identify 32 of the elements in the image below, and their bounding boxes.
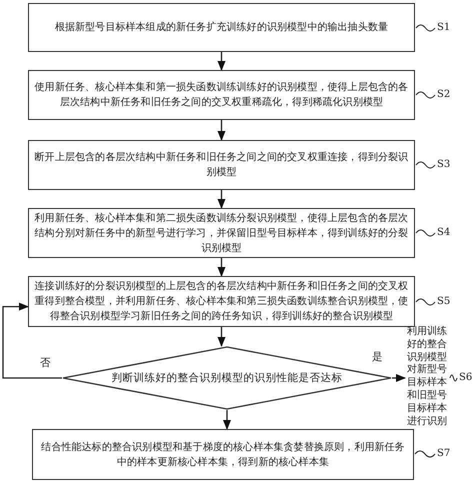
result-text: 利用训练好的整合识别模型对新型号目标样本和旧型号目标样本进行识别 xyxy=(405,326,449,428)
step-label: S6 xyxy=(459,372,473,384)
process-box: 根据新型号目标样本组成的新任务扩充训练好的识别模型中的输出抽头数量 xyxy=(28,3,415,52)
step-label: S3 xyxy=(437,159,451,171)
step-label: S2 xyxy=(437,89,451,101)
arrow xyxy=(218,120,226,141)
process-box: 利用新任务、核心样本集和第二损失函数训练分裂识别模型，使得上层包含的各层次结构分别对新任务中的新型号进行学习，并保留旧型号目标样本，得到训练好的分裂识别模型 xyxy=(28,208,415,258)
arrow xyxy=(218,52,226,71)
arrow xyxy=(392,374,406,382)
process-box: 连接训练好的分裂识别模型的上层包含的各层次结构中新任务和旧任务之间的交叉权重得到整合模型，并利用新任务、核心样本集和第三损失函数训练整合识别模型，使得整合识别模型学习新旧任务之间的跨任务知识，得到训练好的整合识别模型 xyxy=(28,276,415,327)
edge-label: 是 xyxy=(372,350,383,364)
leader-line xyxy=(416,230,436,236)
arrow xyxy=(218,258,226,277)
arrow xyxy=(218,327,226,347)
process-box: 结合性能达标的整合识别模型和基于梯度的核心样本集贪婪替换原则，利用新任务中的样本更新核心样本集，得到新的核心样本集 xyxy=(32,429,414,480)
leader-line xyxy=(416,92,436,98)
step-label: S7 xyxy=(437,448,451,460)
process-box: 断开上层包含的各层次结构中新任务和旧任务之间之间的交叉权重连接，得到分裂识别模型 xyxy=(28,140,415,190)
arrow xyxy=(218,190,226,209)
leader-line xyxy=(416,298,436,306)
process-box: 使用新任务、核心样本集和第一损失函数训练训练好的识别模型，使得上层包含的各层次结构中新任务和旧任务之间的交叉权重稀疏化，得到稀疏化识别模型 xyxy=(28,70,415,120)
leader-line xyxy=(416,162,436,168)
arrow xyxy=(223,410,231,430)
arrow xyxy=(2,302,62,379)
edge-label: 否 xyxy=(40,356,51,370)
leader-line xyxy=(416,24,436,32)
step-label: S5 xyxy=(437,296,451,308)
step-label: S4 xyxy=(437,227,451,239)
decision-text: 判断训练好的整合识别模型的识别性能是否达标 xyxy=(112,371,342,385)
leader-line xyxy=(414,450,436,458)
leader-line xyxy=(450,374,458,382)
step-label: S1 xyxy=(437,22,451,34)
